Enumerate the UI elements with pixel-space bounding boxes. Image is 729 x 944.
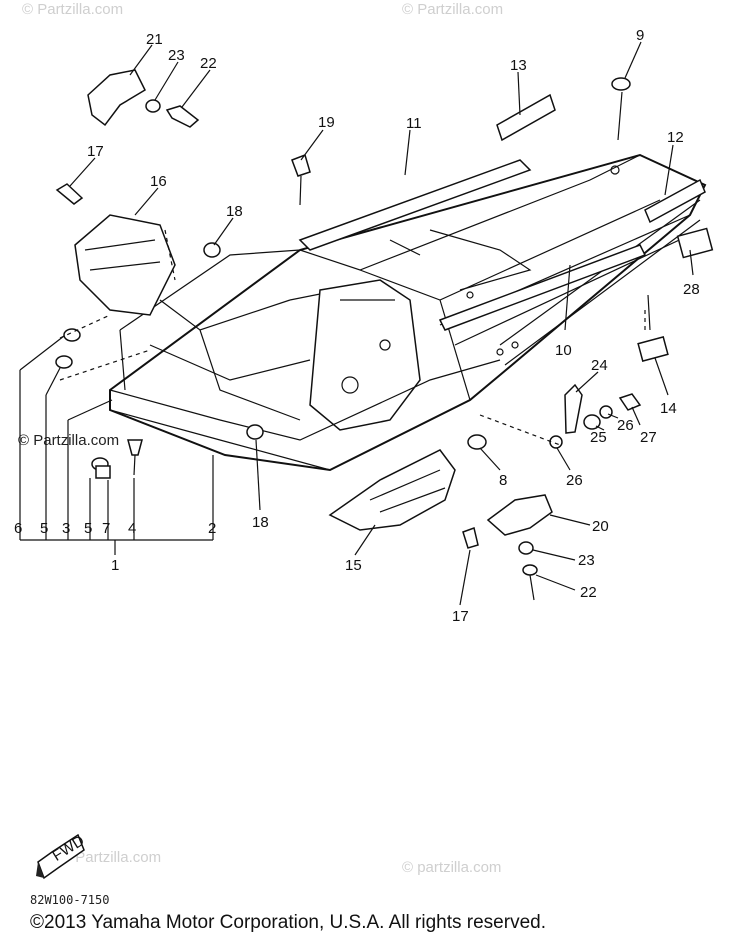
callout-24: 24 bbox=[591, 357, 608, 374]
callout-17-bottom: 17 bbox=[452, 608, 469, 625]
part-23-washer-top bbox=[145, 99, 161, 113]
part-17-bolt-bottom bbox=[462, 527, 479, 549]
callout-21: 21 bbox=[146, 31, 163, 48]
callout-15: 15 bbox=[345, 557, 362, 574]
part-25-spacer bbox=[583, 414, 601, 430]
part-14-plate bbox=[637, 336, 669, 362]
callout-20: 20 bbox=[592, 518, 609, 535]
fwd-arrow: FWD bbox=[36, 832, 88, 880]
part-22-screw-top bbox=[165, 105, 200, 128]
callout-23-bottom: 23 bbox=[578, 552, 595, 569]
watermark-top-right: © Partzilla.com bbox=[402, 1, 503, 18]
part-11-strip bbox=[298, 159, 532, 251]
callout-1: 1 bbox=[111, 557, 119, 574]
watermark-bottom-right: © partzilla.com bbox=[402, 859, 501, 876]
part-7-plug bbox=[95, 465, 111, 479]
callout-9: 9 bbox=[636, 27, 644, 44]
callout-labels: 21 23 22 17 16 18 19 11 13 9 12 28 10 14… bbox=[14, 27, 700, 625]
callout-5-right: 5 bbox=[84, 520, 92, 537]
part-18-grommet-top bbox=[203, 242, 221, 258]
callout-19: 19 bbox=[318, 114, 335, 131]
copyright-notice: ©2013 Yamaha Motor Corporation, U.S.A. A… bbox=[30, 912, 546, 933]
callout-25: 25 bbox=[590, 429, 607, 446]
part-10-strip bbox=[438, 244, 647, 331]
part-21-bracket bbox=[87, 69, 146, 127]
callout-22-bottom: 22 bbox=[580, 584, 597, 601]
part-18-grommet-bottom bbox=[246, 424, 264, 440]
part-20-bracket bbox=[486, 494, 553, 536]
part-28-reflector bbox=[676, 227, 714, 259]
part-17-bolt-top bbox=[55, 183, 84, 205]
callout-4: 4 bbox=[128, 520, 136, 537]
part-16-cover bbox=[74, 214, 176, 316]
part-27-bolt bbox=[618, 393, 642, 411]
callout-26-right: 26 bbox=[617, 417, 634, 434]
part-23-washer-bottom bbox=[518, 541, 534, 555]
callout-28: 28 bbox=[683, 281, 700, 298]
callout-17-top: 17 bbox=[87, 143, 104, 160]
part-19-clip bbox=[291, 154, 311, 177]
callout-18-bottom: 18 bbox=[252, 514, 269, 531]
callout-12: 12 bbox=[667, 129, 684, 146]
callout-26-left: 26 bbox=[566, 472, 583, 489]
callout-27: 27 bbox=[640, 429, 657, 446]
diagram-code: 82W100-7150 bbox=[30, 893, 109, 907]
callout-18-top: 18 bbox=[226, 203, 243, 220]
callout-5-left: 5 bbox=[40, 520, 48, 537]
callout-6: 6 bbox=[14, 520, 22, 537]
watermark-top-left: © Partzilla.com bbox=[22, 1, 123, 18]
part-4-clip bbox=[127, 439, 143, 456]
watermark-bottom-left: © Partzilla.com bbox=[60, 849, 161, 866]
callout-10: 10 bbox=[555, 342, 572, 359]
callout-23-top: 23 bbox=[168, 47, 185, 64]
part-5-grommet bbox=[55, 355, 73, 369]
part-22-screw-bottom-head bbox=[522, 564, 538, 576]
callout-16: 16 bbox=[150, 173, 167, 190]
part-9-grommet bbox=[611, 77, 631, 91]
callout-8: 8 bbox=[499, 472, 507, 489]
callout-7: 7 bbox=[102, 520, 110, 537]
callout-3: 3 bbox=[62, 520, 70, 537]
main-frame bbox=[109, 153, 707, 472]
part-24-lever bbox=[564, 383, 583, 434]
part-6-grommet bbox=[63, 328, 81, 342]
part-13-strip bbox=[496, 93, 556, 142]
callout-13: 13 bbox=[510, 57, 527, 74]
leader-lines bbox=[19, 41, 694, 606]
callout-2: 2 bbox=[208, 520, 216, 537]
callout-22-top: 22 bbox=[200, 55, 217, 72]
callout-11: 11 bbox=[406, 115, 422, 132]
callout-14: 14 bbox=[660, 400, 677, 417]
part-26-washer-a bbox=[599, 405, 613, 419]
part-8-grommet bbox=[467, 434, 487, 450]
part-12-strip bbox=[644, 178, 706, 224]
part-26-washer-b bbox=[549, 435, 563, 449]
